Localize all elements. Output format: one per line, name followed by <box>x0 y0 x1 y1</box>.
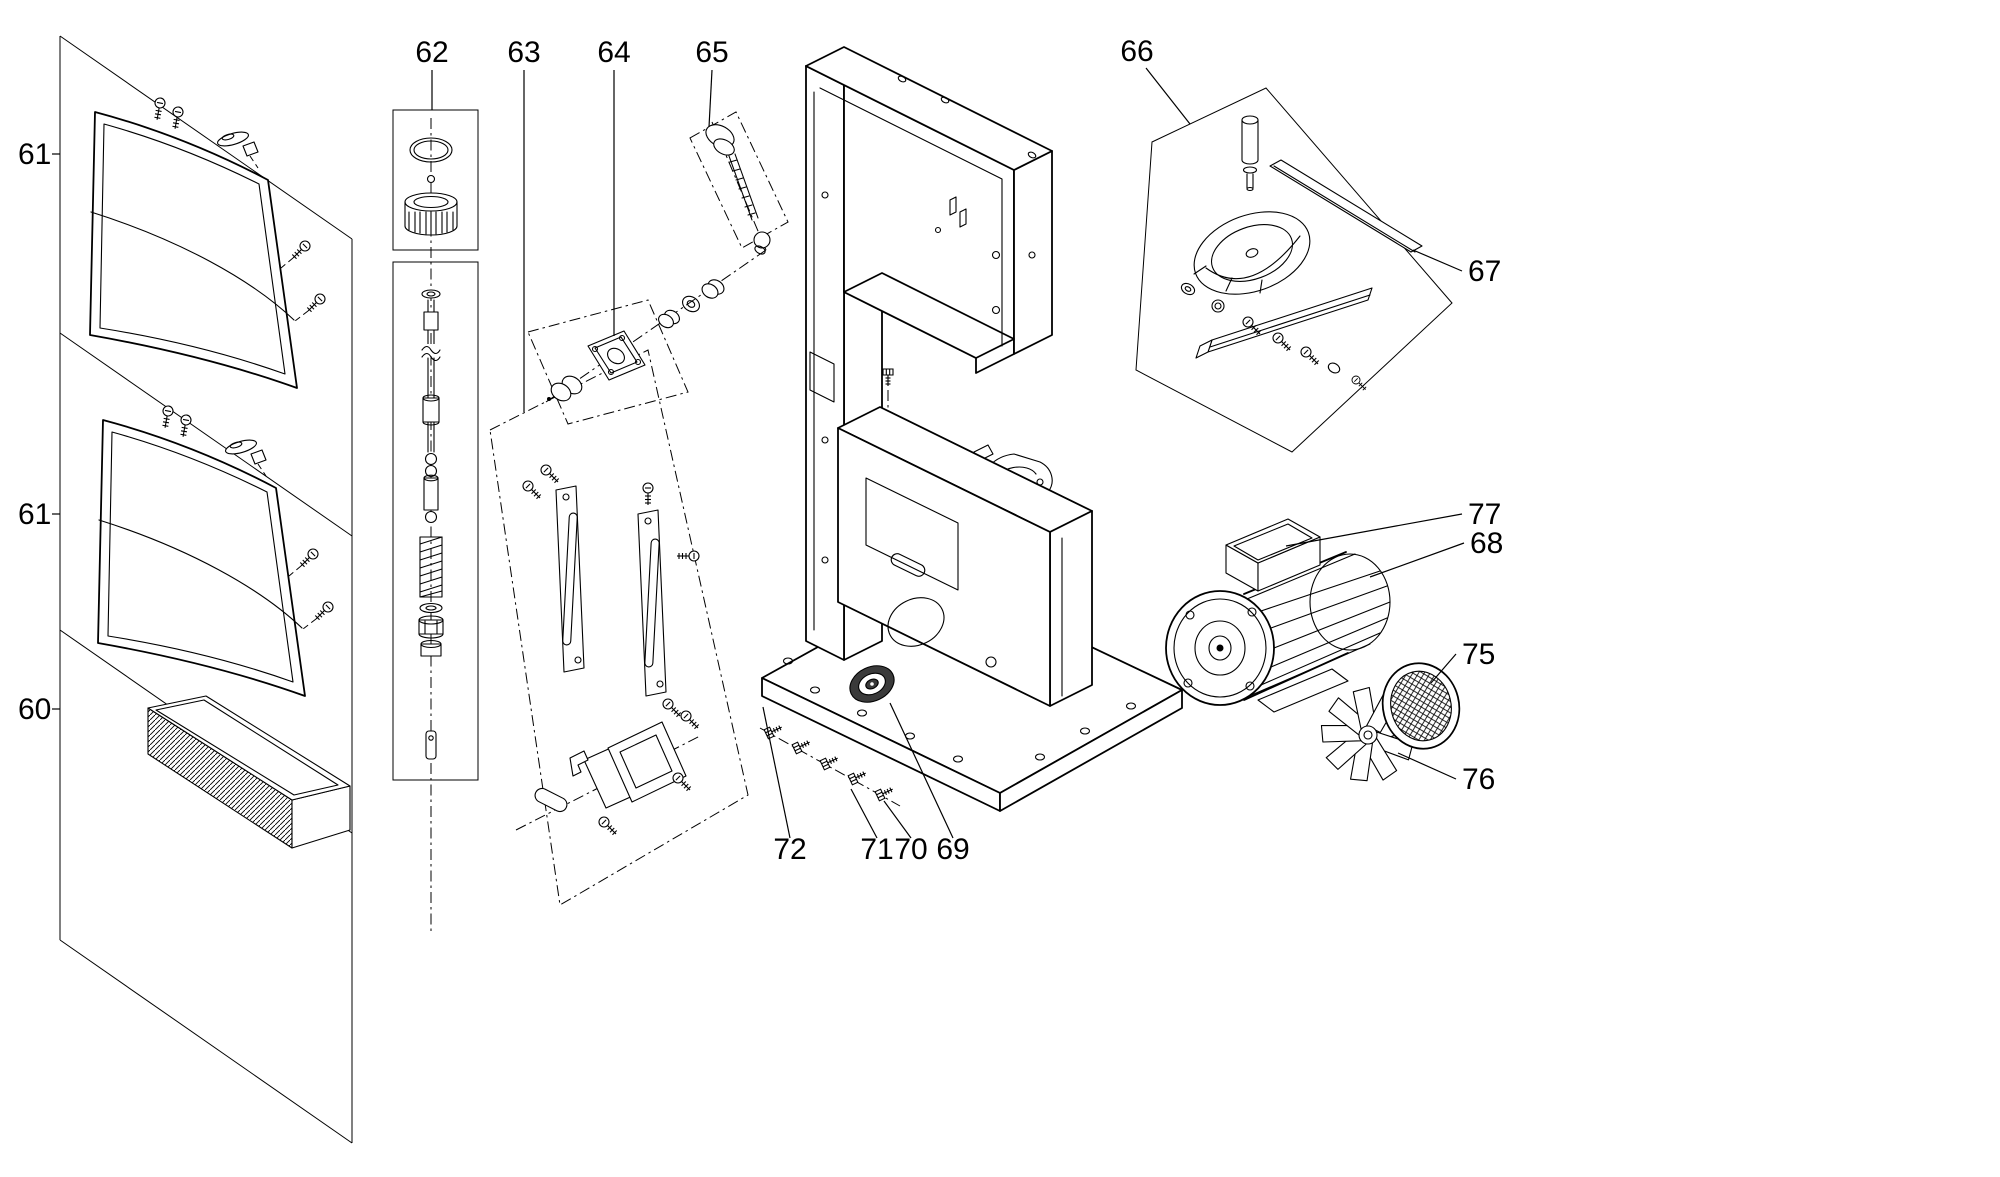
part-68-motor <box>1165 518 1391 713</box>
part-67-miter-bar <box>1269 159 1423 253</box>
callout-66: 66 <box>1120 35 1153 68</box>
part-75-fan-cover <box>1381 662 1461 750</box>
callout-68: 68 <box>1470 527 1503 560</box>
callout-75: 75 <box>1462 638 1495 671</box>
gauge-lock-knob <box>1241 115 1259 192</box>
part-62-knob-assembly <box>392 109 479 935</box>
callout-65: 65 <box>695 36 728 69</box>
callout-64: 64 <box>597 36 630 69</box>
callout-69: 69 <box>936 833 969 866</box>
part-60-chip-tray <box>147 695 351 849</box>
part-65-clamp-knob <box>689 111 789 255</box>
callout-77: 77 <box>1468 498 1501 531</box>
main-frame <box>759 46 1183 812</box>
motor-foot <box>1257 668 1349 713</box>
callout-61-upper: 61 <box>18 138 51 171</box>
callout-labels: 61 61 60 62 63 64 65 66 67 77 68 75 76 7… <box>18 35 1503 866</box>
callout-72: 72 <box>773 833 806 866</box>
callout-60: 60 <box>18 693 51 726</box>
callout-70: 70 <box>894 833 927 866</box>
part-61-lower-door-panel <box>98 405 335 696</box>
part-63-tension-rod-assembly <box>392 261 479 781</box>
region-boundary-lines <box>59 35 1453 1144</box>
base-fasteners <box>759 722 901 807</box>
part-64-flange-assembly <box>527 249 767 425</box>
part-77-terminal-box <box>1225 518 1321 592</box>
callout-76: 76 <box>1462 763 1495 796</box>
callout-71: 71 <box>860 833 893 866</box>
callout-67: 67 <box>1468 255 1501 288</box>
fence-rail <box>1195 287 1373 359</box>
part-61-upper-door-panel <box>90 97 327 388</box>
guide-post-subassembly <box>489 349 749 906</box>
part-76-fan-impeller <box>1315 684 1419 788</box>
callout-62: 62 <box>415 36 448 69</box>
callout-61-lower: 61 <box>18 498 51 531</box>
callout-63: 63 <box>507 36 540 69</box>
lower-housing <box>837 406 1093 707</box>
leader-lines <box>52 67 1465 839</box>
part-66-miter-gauge <box>1180 115 1423 393</box>
part-69-pulley <box>849 665 895 703</box>
